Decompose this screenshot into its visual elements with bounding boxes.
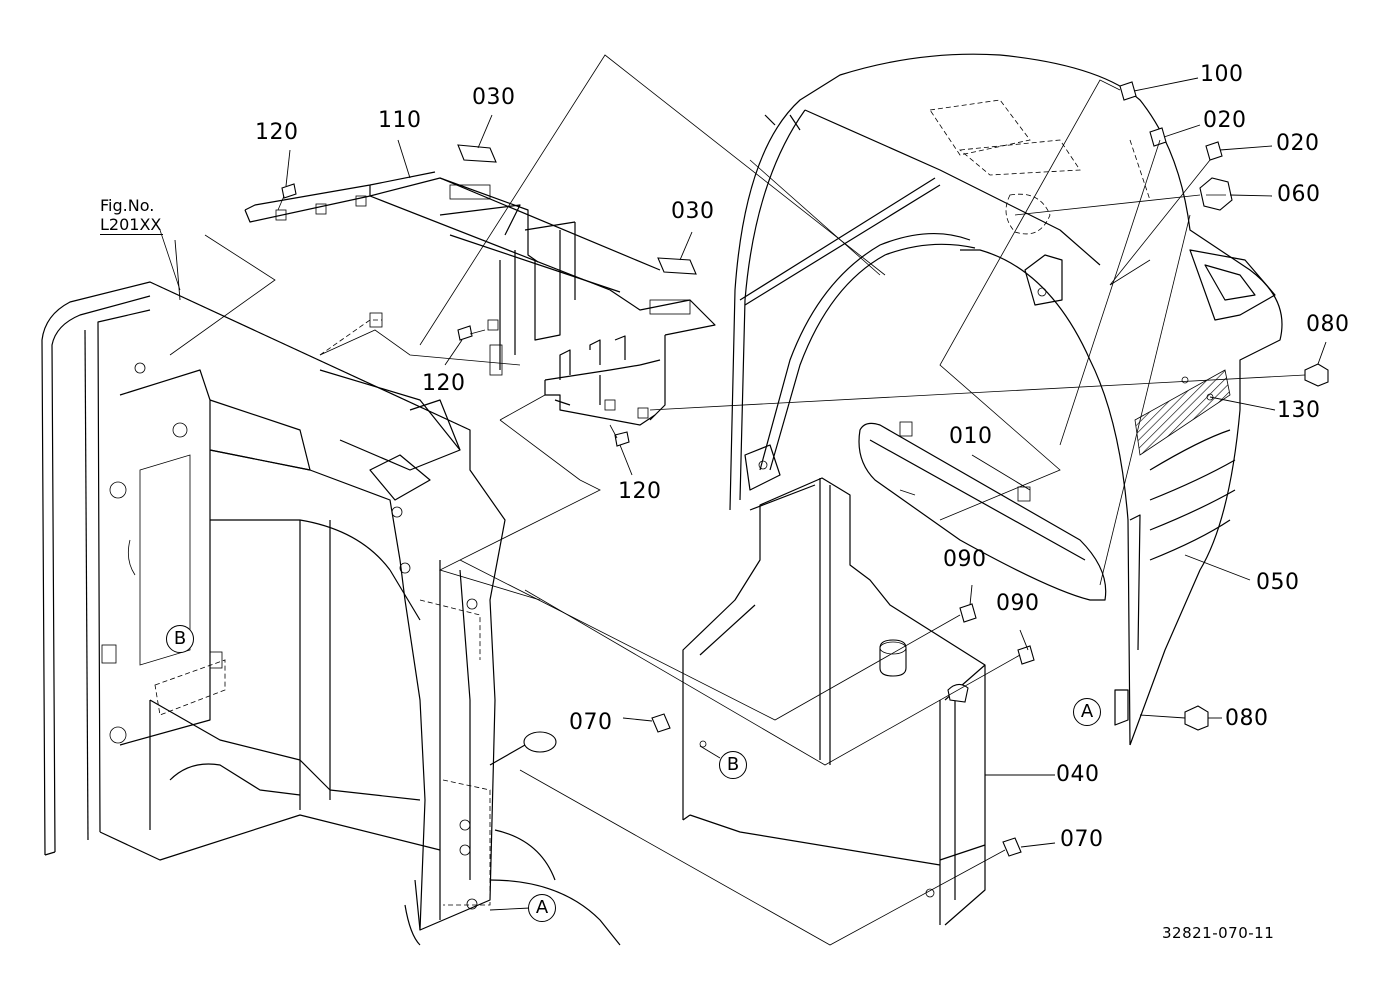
part-label-050: 050	[1256, 570, 1300, 595]
leader-lines	[174, 77, 1327, 911]
part-label-110: 110	[378, 108, 422, 133]
part-label-080: 080	[1225, 706, 1269, 731]
reference-marker-a: A	[1073, 698, 1101, 726]
part-label-020: 020	[1276, 131, 1320, 156]
drawing-number: 32821-070-11	[1162, 924, 1275, 942]
part-label-010: 010	[949, 424, 993, 449]
figure-reference-number: L201XX	[100, 215, 164, 235]
figure-reference-prefix: Fig.No.	[100, 196, 155, 215]
cover-040	[682, 477, 986, 926]
part-label-030: 030	[671, 199, 715, 224]
part-label-070: 070	[569, 710, 613, 735]
reference-marker-b: B	[166, 625, 194, 653]
part-label-020: 020	[1203, 108, 1247, 133]
part-label-060: 060	[1277, 182, 1321, 207]
figure-reference: Fig.No. L201XX	[100, 196, 164, 235]
part-label-120: 120	[255, 120, 299, 145]
bracket-110	[244, 171, 716, 426]
part-label-070: 070	[1060, 827, 1104, 852]
part-label-130: 130	[1277, 398, 1321, 423]
bolts-120	[277, 183, 630, 447]
panel-010	[858, 421, 1107, 601]
part-label-040: 040	[1056, 762, 1100, 787]
part-label-030: 030	[472, 85, 516, 110]
part-label-090: 090	[996, 591, 1040, 616]
assembly-lines	[159, 54, 1306, 946]
part-label-080: 080	[1306, 312, 1350, 337]
fasteners	[651, 81, 1329, 857]
caps-030	[457, 144, 697, 275]
reference-marker-b: B	[719, 751, 747, 779]
part-label-100: 100	[1200, 62, 1244, 87]
reference-marker-a: A	[528, 894, 556, 922]
part-label-120: 120	[422, 371, 466, 396]
main-frame	[41, 281, 621, 946]
part-label-120: 120	[618, 479, 662, 504]
part-label-090: 090	[943, 547, 987, 572]
hood-050	[729, 53, 1283, 746]
